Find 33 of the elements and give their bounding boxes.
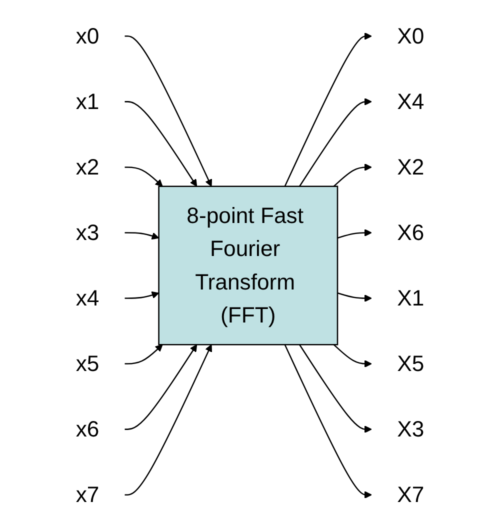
arrow xyxy=(337,229,372,239)
node-text: X0 xyxy=(397,22,424,49)
node-text: x5 xyxy=(76,350,100,376)
arrow xyxy=(299,98,372,187)
node-text: X1 xyxy=(397,285,424,311)
arrow xyxy=(124,166,163,187)
arrow xyxy=(284,344,372,499)
arrow xyxy=(124,344,212,496)
node-text: x1 xyxy=(76,88,100,114)
arrow xyxy=(124,232,160,240)
arrow xyxy=(124,344,198,430)
node-text: X5 xyxy=(397,350,424,376)
node-text: X7 xyxy=(397,482,424,508)
arrow xyxy=(284,32,372,187)
node-text: X2 xyxy=(397,154,424,180)
node-text: x4 xyxy=(76,285,100,311)
arrow xyxy=(333,163,372,187)
node-text: X4 xyxy=(397,88,424,114)
arrow xyxy=(124,36,212,187)
arrow xyxy=(124,344,163,364)
node-text: X3 xyxy=(397,416,424,442)
arrow xyxy=(299,344,372,434)
node-text: x7 xyxy=(76,482,100,508)
node-text: x6 xyxy=(76,416,100,442)
node-box: 8-point Fast Fourier Transform (FFT) xyxy=(158,186,338,346)
node-text: X6 xyxy=(397,220,424,246)
node-text: x0 xyxy=(76,22,100,49)
arrow xyxy=(337,292,372,302)
arrow xyxy=(333,344,372,368)
arrow xyxy=(124,101,198,187)
arrow xyxy=(124,291,160,299)
node-text: x3 xyxy=(76,220,100,246)
node-text: x2 xyxy=(76,154,100,180)
